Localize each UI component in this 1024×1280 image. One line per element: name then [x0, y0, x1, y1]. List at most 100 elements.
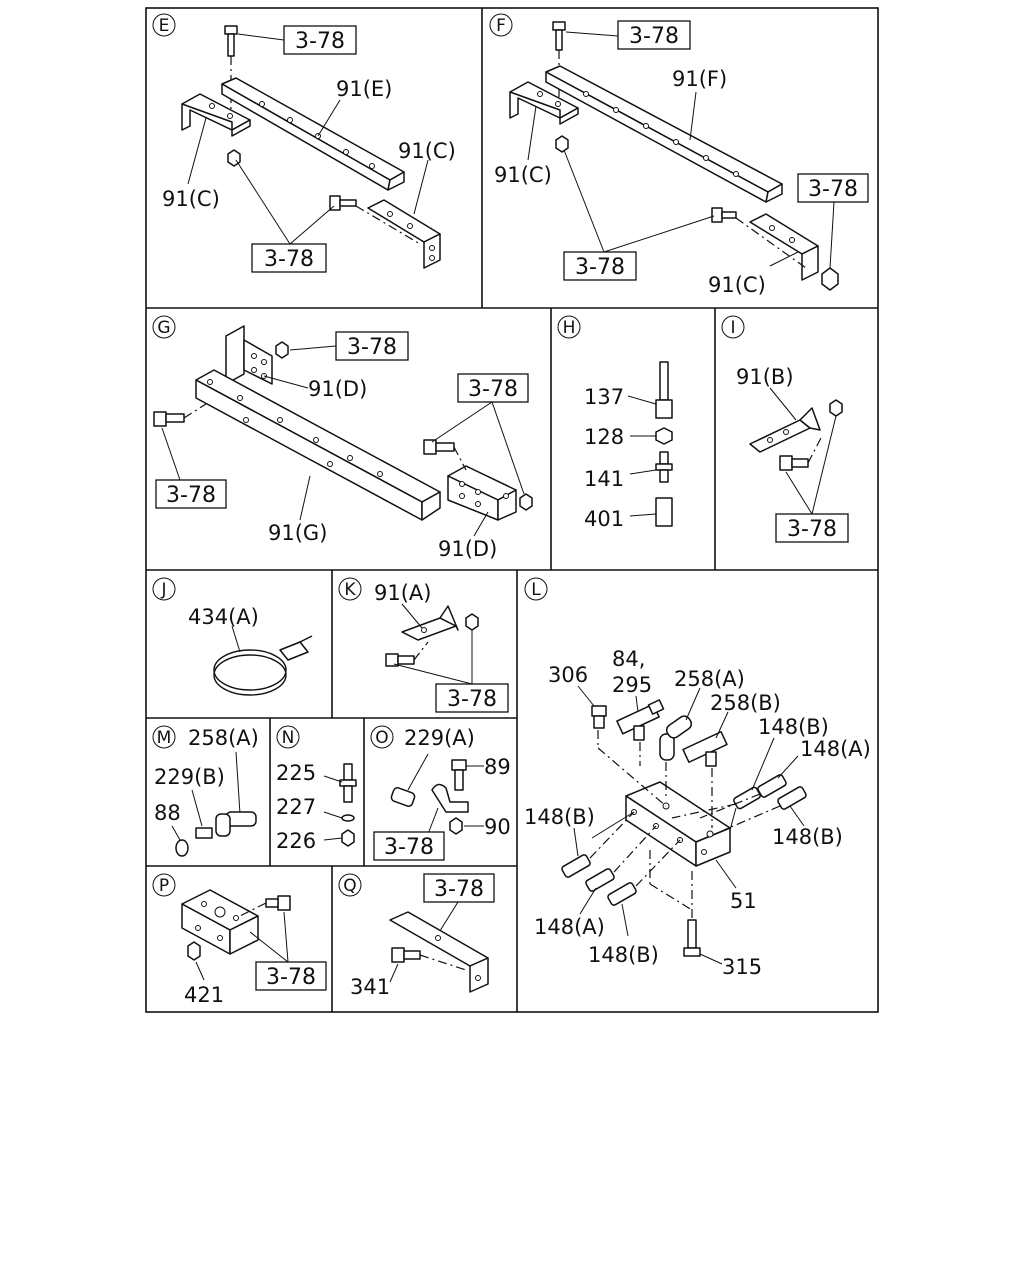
- label-128: 128: [584, 425, 624, 449]
- panel-q: Q 3-78 341: [338, 873, 495, 999]
- washer-88: [175, 839, 189, 857]
- ref-box: [155, 479, 227, 509]
- bolt: [385, 653, 415, 667]
- panel-p-tag: P: [159, 876, 169, 896]
- label-84: 84,: [612, 647, 645, 671]
- ref-3-78: 3-78: [787, 517, 837, 542]
- ref-3-78: 3-78: [266, 965, 316, 990]
- ref-box: [797, 173, 869, 203]
- label-148b-3: 148(B): [524, 805, 595, 829]
- label-315: 315: [722, 955, 762, 979]
- nut-128: [655, 427, 673, 445]
- elbow-258a: [659, 715, 693, 761]
- bolt: [552, 21, 566, 51]
- bolt: [153, 411, 185, 427]
- nut-421: [187, 941, 201, 961]
- label-434a: 434(A): [188, 605, 259, 629]
- tee-84-295: [616, 699, 665, 741]
- panel-m: M 258(A) 229(B) 88: [152, 725, 259, 857]
- bracket-91d-bottom: [447, 465, 517, 521]
- bracket-91b: [749, 407, 821, 453]
- label-258b: 258(B): [710, 691, 781, 715]
- ref-3-78: 3-78: [434, 877, 484, 902]
- label-89: 89: [484, 755, 511, 779]
- clamp-434a: [213, 635, 313, 696]
- label-91e: 91(E): [336, 77, 392, 101]
- panel-k-tag: K: [344, 580, 356, 600]
- bracket-91c-right: [749, 213, 819, 281]
- panel-grid: [145, 7, 879, 1013]
- nut: [829, 399, 843, 417]
- ref-3-78-top: 3-78: [629, 24, 679, 49]
- fitting-229b: [195, 827, 213, 839]
- panel-p: P 421 3-78: [152, 873, 327, 1007]
- label-227: 227: [276, 795, 316, 819]
- label-91d-bottom: 91(D): [438, 537, 497, 561]
- plug-306: [591, 705, 607, 729]
- panel-l: L 51 306 84, 295: [524, 577, 871, 979]
- ref-box: [435, 683, 509, 713]
- label-51: 51: [730, 889, 757, 913]
- label-148a-2: 148(A): [534, 915, 605, 939]
- ref-3-78-top: 3-78: [347, 335, 397, 360]
- panel-e-tag-circle: [152, 13, 176, 37]
- panel-k: K 91(A) 3-78: [338, 577, 509, 713]
- panel-j-tag: J: [160, 580, 166, 600]
- ref-box: [563, 251, 637, 281]
- label-226: 226: [276, 829, 316, 853]
- label-148b-4: 148(B): [588, 943, 659, 967]
- label-91f: 91(F): [672, 67, 727, 91]
- nut: [519, 493, 533, 511]
- ref-3-78-bottom: 3-78: [264, 247, 314, 272]
- label-91a: 91(A): [374, 581, 431, 605]
- tee-258b: [682, 731, 728, 767]
- bracket-91c-right: [367, 199, 441, 269]
- label-306: 306: [548, 663, 588, 687]
- label-91c-left: 91(C): [162, 187, 220, 211]
- nut-90: [449, 817, 463, 835]
- nut-226: [341, 829, 355, 847]
- panel-i-tag: I: [730, 318, 735, 338]
- nipple-148b: [561, 854, 591, 878]
- ref-3-78-top: 3-78: [295, 29, 345, 54]
- panel-n-tag: N: [282, 728, 295, 748]
- label-148b-2: 148(B): [772, 825, 843, 849]
- bracket-91d-top: [225, 325, 273, 385]
- ref-box: [251, 243, 327, 273]
- panel-g-tag: G: [157, 318, 170, 338]
- ref-3-78-right: 3-78: [468, 377, 518, 402]
- panel-l-tag: L: [531, 580, 541, 600]
- nipple-148b: [777, 786, 807, 810]
- label-401: 401: [584, 507, 624, 531]
- ref-box: [617, 20, 691, 50]
- nipple-148b: [733, 786, 761, 810]
- bolt: [329, 195, 357, 211]
- label-341: 341: [350, 975, 390, 999]
- nipple-148b: [607, 882, 637, 906]
- panel-i: I 91(B) 3-78: [721, 315, 849, 543]
- panel-e-tag: E: [159, 16, 170, 36]
- ref-3-78: 3-78: [447, 687, 497, 712]
- bolt: [391, 947, 421, 963]
- ref-box: [373, 831, 445, 861]
- ref-box: [775, 513, 849, 543]
- bracket-91c-left: [509, 81, 579, 125]
- ref-box: [457, 373, 529, 403]
- label-148a-1: 148(A): [800, 737, 871, 761]
- bracket: [181, 889, 259, 955]
- bracket-91a: [401, 605, 459, 641]
- nut: [555, 135, 569, 153]
- panel-m-tag: M: [157, 728, 172, 748]
- elbow-258a: [215, 811, 257, 837]
- ref-box: [255, 961, 327, 991]
- stud-225: [339, 763, 357, 803]
- label-88: 88: [154, 801, 181, 825]
- label-258a: 258(A): [188, 726, 259, 750]
- panel-h: H 137 128 141 401: [557, 315, 673, 531]
- bolt: [224, 25, 238, 57]
- panel-e: E 3-78 91(E) 91(C): [152, 13, 456, 273]
- clip: [431, 783, 469, 813]
- panel-f: F 3-78 91(F) 91(C): [489, 13, 869, 297]
- label-148b-1: 148(B): [758, 715, 829, 739]
